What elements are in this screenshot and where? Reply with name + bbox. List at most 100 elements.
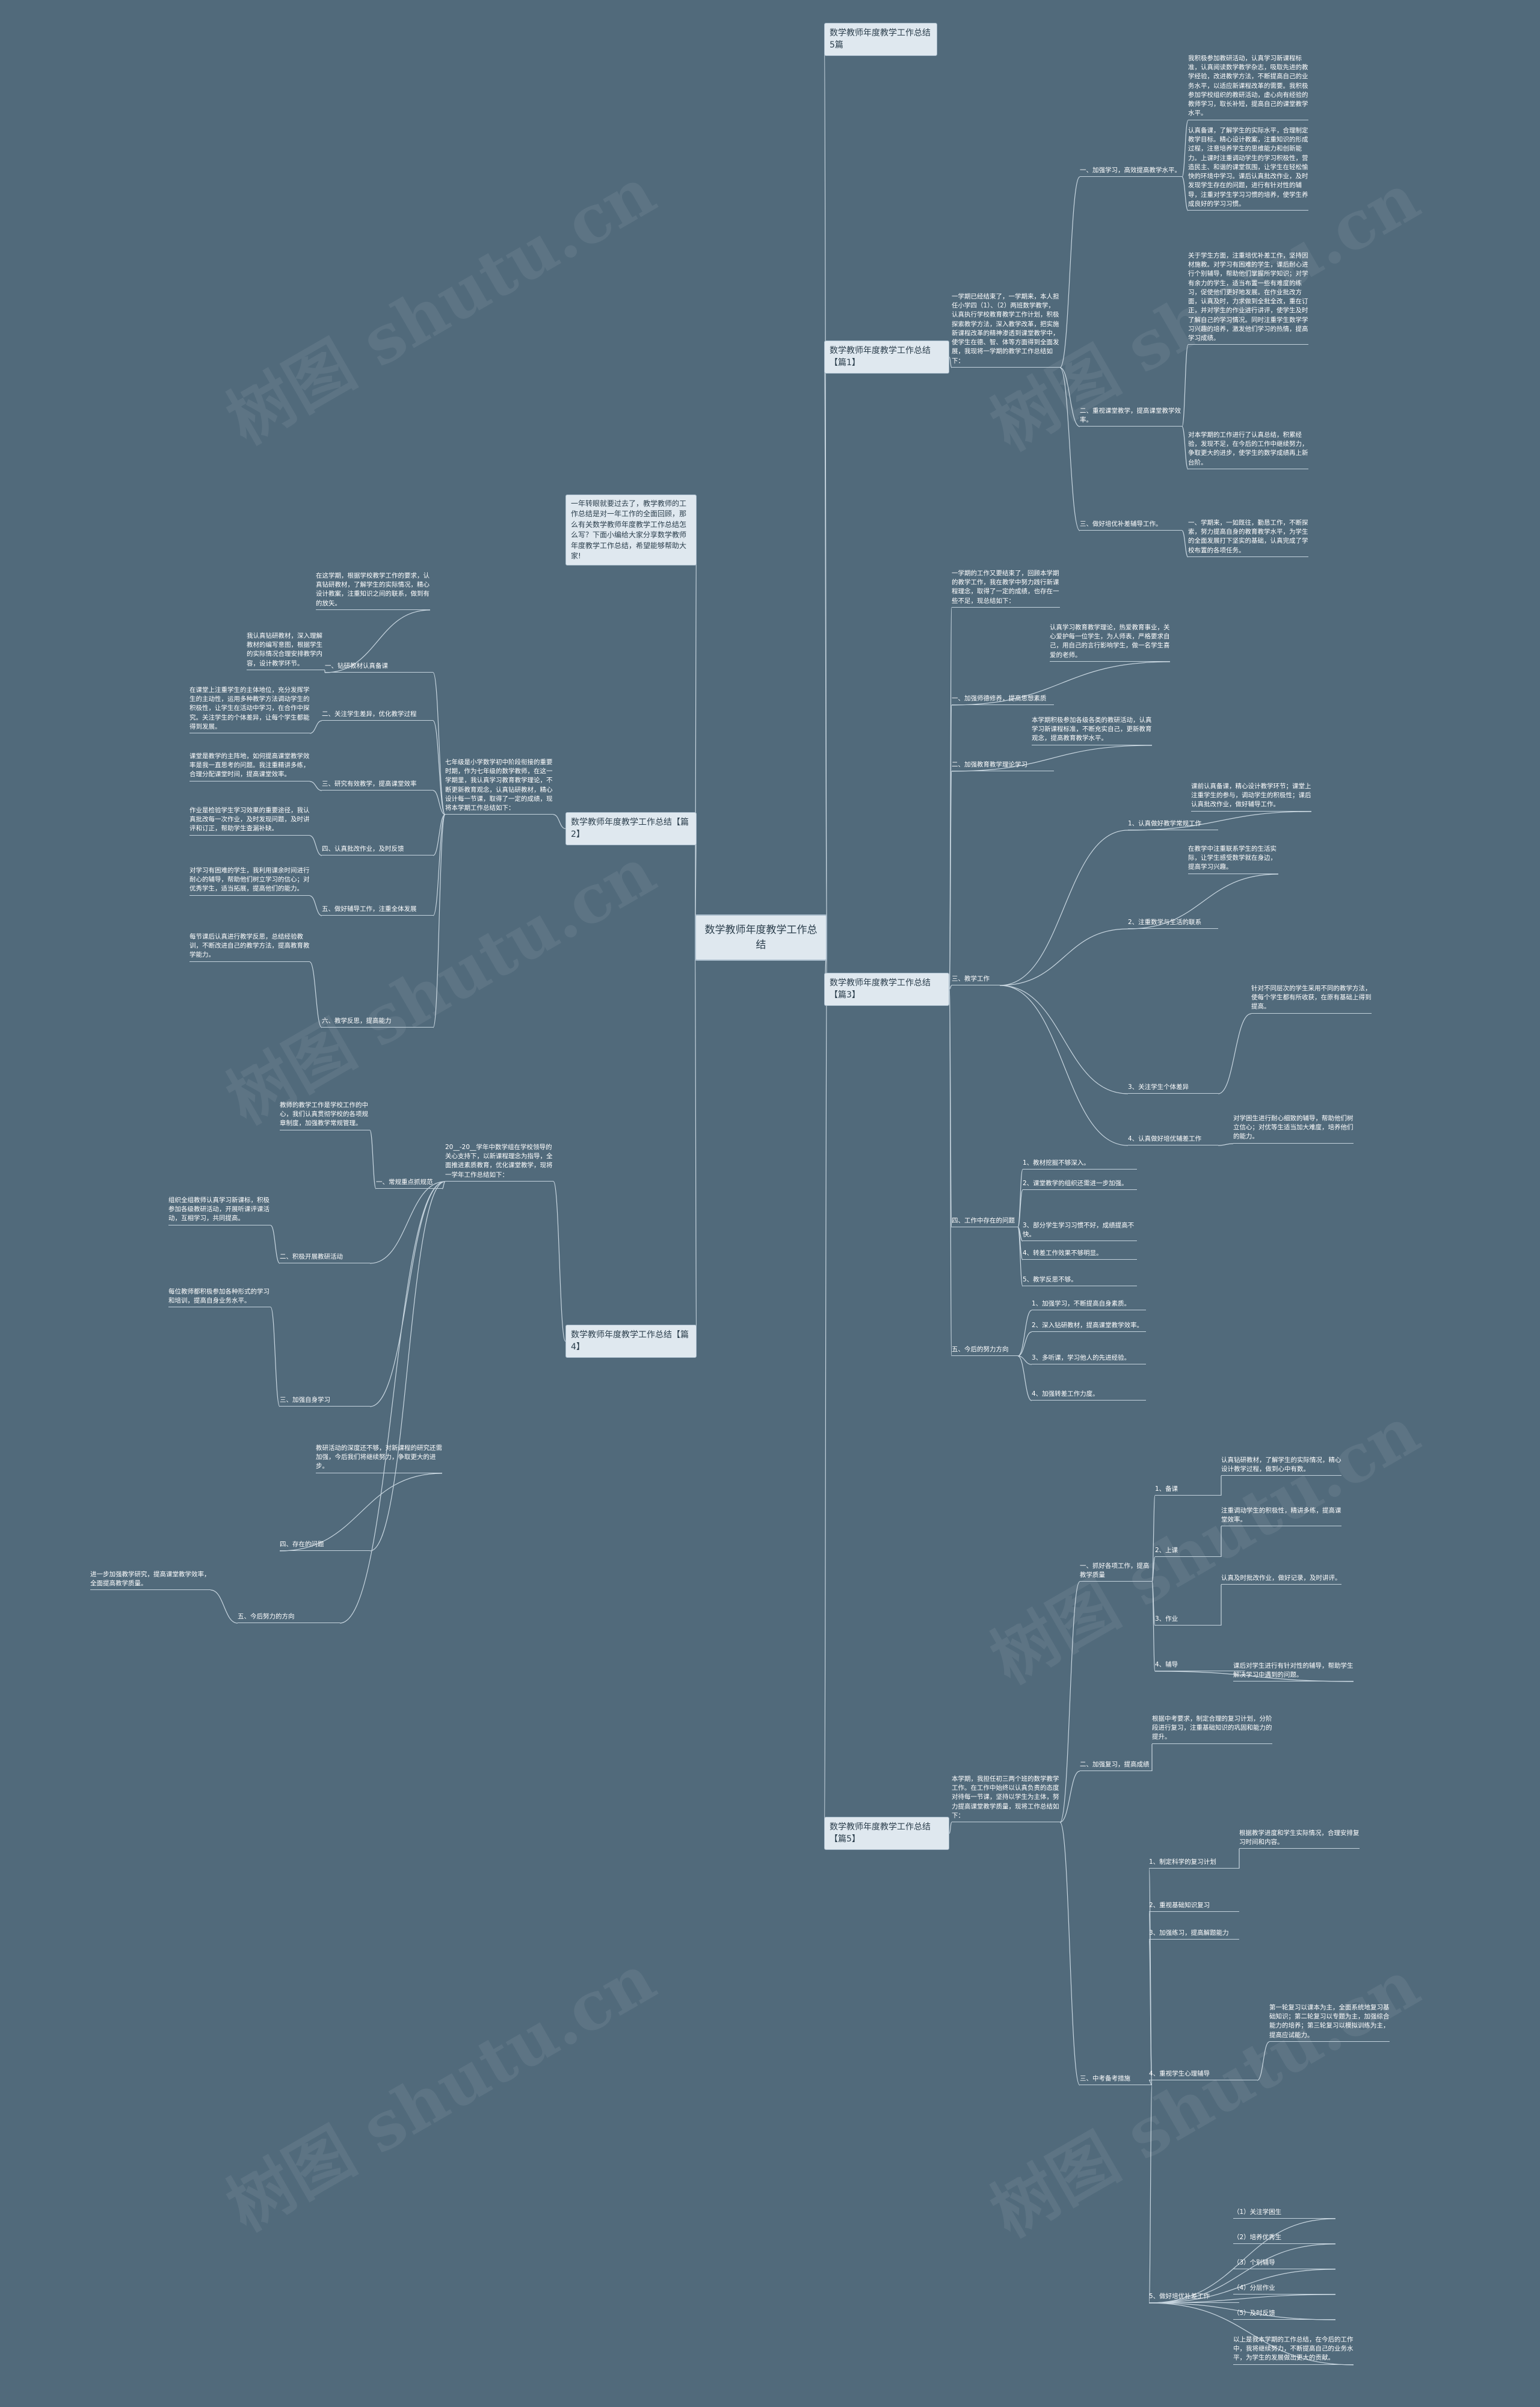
p3-sub-2-text[interactable]: 在教学中注重联系学生的生活实际，让学生感受数学就在身边，提高学习兴趣。	[1188, 845, 1278, 874]
p2-heading-6[interactable]: 六、教学反思，提高能力	[322, 1017, 433, 1028]
p5-item-4-text[interactable]: 课后对学生进行有针对性的辅导，帮助学生解决学习中遇到的问题。	[1233, 1662, 1354, 1682]
branch-article-3[interactable]: 数学教师年度教学工作总结【篇3】	[824, 973, 949, 1006]
p5-step-4[interactable]: 4、重视学生心理辅导	[1149, 2070, 1257, 2081]
p5-sub-4[interactable]: （4）分层作业	[1233, 2284, 1335, 2295]
p3-future-4[interactable]: 4、加强转差工作力度。	[1032, 1390, 1146, 1401]
p2-heading-5[interactable]: 五、做好辅导工作，注重全体发展	[322, 905, 433, 916]
p5-sub-5[interactable]: （5）及时反馈	[1233, 2309, 1335, 2320]
p3-problem-4[interactable]: 4、转差工作效果不够明显。	[1023, 1249, 1137, 1260]
connector-line	[1218, 1143, 1234, 1146]
branch-overview[interactable]: 数学教师年度教学工作总结5篇	[824, 23, 937, 56]
p1-heading-1[interactable]: 一、加强学习，高效提高教学水平。	[1080, 166, 1182, 177]
p3-problem-1[interactable]: 1、教材挖掘不够深入。	[1023, 1159, 1137, 1170]
p5-item-2[interactable]: 2、上课	[1155, 1546, 1221, 1558]
p3-text-1[interactable]: 认真学习教育教学理论，热爱教育事业，关心爱护每一位学生，为人师表，严格要求自己，…	[1050, 623, 1170, 662]
p4-text-1[interactable]: 教师的教学工作是学校工作的中心，我们认真贯彻学校的各项规章制度，加强教学常规管理…	[280, 1101, 370, 1130]
connector-line	[694, 937, 697, 1342]
intro-summary[interactable]: 一年转眼就要过去了，教学教师的工作总结是对一年工作的全面回顾，那么有关数学教师年…	[565, 495, 697, 566]
p1-heading-3[interactable]: 三、做好培优补差辅导工作。	[1080, 520, 1182, 531]
p4-heading-4[interactable]: 四、存在的问题	[280, 1540, 370, 1552]
p3-sub-4[interactable]: 4、认真做好培优辅差工作	[1128, 1135, 1218, 1146]
branch-article-5[interactable]: 数学教师年度教学工作总结【篇5】	[824, 1817, 949, 1850]
connector-line	[824, 937, 828, 1834]
p4-heading-3[interactable]: 三、加强自身学习	[280, 1396, 370, 1407]
p4-text-4[interactable]: 教研活动的深度还不够，对新课程的研究还需加强，今后我们将继续努力，争取更大的进步…	[316, 1444, 442, 1473]
p5-step-3[interactable]: 3、加强练习，提高解题能力	[1149, 1929, 1239, 1940]
p5-heading-3[interactable]: 三、中考备考措施	[1080, 2074, 1152, 2086]
branch-article-4[interactable]: 数学教师年度教学工作总结【篇4】	[565, 1325, 697, 1358]
p3-future-1[interactable]: 1、加强学习，不断提高自身素质。	[1032, 1299, 1146, 1311]
p5-step-4-text[interactable]: 第一轮复习以课本为主，全面系统地复习基础知识；第二轮复习以专题为主，加强综合能力…	[1269, 2003, 1390, 2042]
p1-text-2[interactable]: 认真备课，了解学生的实际水平，合理制定教学目标。精心设计教案，注重知识的形成过程…	[1188, 126, 1308, 211]
p2-text-1[interactable]: 在这学期，根据学校教学工作的要求，认真钻研教材，了解学生的实际情况，精心设计教案…	[316, 572, 430, 610]
p3-sub-2[interactable]: 2、注重数学与生活的联系	[1128, 918, 1218, 929]
p5-item-1[interactable]: 1、备课	[1155, 1485, 1221, 1496]
p4-intro[interactable]: 20__-20__学年中数学组在学校领导的关心支持下，以新课程理念为指导，全面推…	[445, 1143, 553, 1182]
p4-text-2[interactable]: 组织全组教师认真学习新课标，积极参加各级教研活动，开展听课评课活动，互相学习，共…	[168, 1196, 271, 1225]
p2-heading-1[interactable]: 一、钻研教材认真备课	[325, 662, 433, 673]
p5-item-1-text[interactable]: 认真钻研教材，了解学生的实际情况，精心设计教学过程，做到心中有数。	[1221, 1456, 1341, 1476]
p1-heading-2[interactable]: 二、重视课堂教学，提高课堂教学效率。	[1080, 407, 1182, 427]
branch-article-2[interactable]: 数学教师年度教学工作总结【篇2】	[565, 812, 697, 845]
p2-text-3[interactable]: 在课堂上注重学生的主体地位，充分发挥学生的主动性，运用多种教学方法调动学生的积极…	[189, 686, 310, 734]
p5-step-1-text[interactable]: 根据教学进度和学生实际情况，合理安排复习时间和内容。	[1239, 1829, 1360, 1849]
p3-sub-1-text[interactable]: 课前认真备课，精心设计教学环节；课堂上注重学生的参与，调动学生的积极性；课后认真…	[1191, 782, 1311, 812]
connector-line	[999, 830, 1129, 986]
p5-heading-2[interactable]: 二、加强复习，提高成绩	[1080, 1760, 1152, 1772]
p5-closing[interactable]: 以上是我本学期的工作总结，在今后的工作中，我将继续努力，不断提高自己的业务水平，…	[1233, 2335, 1354, 2365]
p3-heading-2[interactable]: 二、加强教育教学理论学习	[952, 760, 1054, 772]
connector-line	[999, 985, 1129, 1094]
p5-step-2[interactable]: 2、重视基础知识复习	[1149, 1901, 1239, 1912]
root-topic[interactable]: 数学教师年度教学工作总结	[695, 914, 827, 961]
p2-text-2[interactable]: 我认真钻研教材，深入理解教材的编写意图，根据学生的实际情况合理安排教学内容，设计…	[247, 632, 325, 670]
connector-line	[369, 1181, 446, 1264]
p4-text-3[interactable]: 每位教师都积极参加各种形式的学习和培训，提高自身业务水平。	[168, 1287, 271, 1308]
p3-problem-5[interactable]: 5、教学反思不够。	[1023, 1275, 1137, 1287]
p1-text-5[interactable]: 一、学期来，一如既往，勤恳工作，不断探索，努力提高自身的教育教学水平，为学生的全…	[1188, 519, 1308, 557]
p2-text-7[interactable]: 每节课后认真进行教学反思，总结经验教训，不断改进自己的教学方法，提高教育教学能力…	[189, 932, 310, 962]
p2-heading-4[interactable]: 四、认真批改作业，及时反馈	[322, 845, 433, 856]
p3-sub-1[interactable]: 1、认真做好教学常规工作	[1128, 819, 1218, 831]
p3-sub-3-text[interactable]: 针对不同层次的学生采用不同的教学方法，使每个学生都有所收获，在原有基础上得到提高…	[1251, 984, 1372, 1014]
p3-text-2[interactable]: 本学期积极参加各级各类的教研活动，认真学习新课程标准，不断充实自己，更新教育观念…	[1032, 716, 1152, 745]
p3-problem-3[interactable]: 3、部分学生学习习惯不好，成绩提高不快。	[1023, 1221, 1137, 1242]
p3-intro[interactable]: 一学期的工作又要结束了，回顾本学期的教学工作，我在教学中努力践行新课程理念，取得…	[952, 569, 1060, 608]
p1-text-3[interactable]: 关于学生方面，注重培优补差工作，坚持因材施教。对学习有困难的学生，课后耐心进行个…	[1188, 251, 1308, 345]
p2-heading-3[interactable]: 三、研究有效教学，提高课堂效率	[322, 780, 433, 791]
p3-heading-5[interactable]: 五、今后的努力方向	[952, 1345, 1018, 1357]
p1-intro[interactable]: 一学期已经结束了，一学期来，本人担任小学四（1）、（2）两班数学教学，认真执行学…	[952, 292, 1060, 368]
p5-text-2[interactable]: 根据中考要求，制定合理的复习计划，分阶段进行复习，注重基础知识的巩固和能力的提升…	[1152, 1715, 1272, 1744]
p5-item-3[interactable]: 3、作业	[1155, 1615, 1221, 1626]
p3-heading-3[interactable]: 三、教学工作	[952, 975, 1000, 986]
p1-text-4[interactable]: 对本学期的工作进行了认真总结，积累经验，发现不足，在今后的工作中继续努力，争取更…	[1188, 431, 1308, 469]
branch-article-1[interactable]: 数学教师年度教学工作总结【篇1】	[824, 341, 949, 374]
p5-item-4[interactable]: 4、辅导	[1155, 1660, 1245, 1672]
p3-problem-2[interactable]: 2、课堂教学的组织还需进一步加强。	[1023, 1179, 1137, 1191]
connector-line	[1148, 2218, 1336, 2304]
p2-text-6[interactable]: 对学习有困难的学生，我利用课余时间进行耐心的辅导，帮助他们树立学习的信心；对优秀…	[189, 866, 310, 896]
p3-heading-4[interactable]: 四、工作中存在的问题	[952, 1216, 1018, 1228]
p4-text-5[interactable]: 进一步加强教学研究，提高课堂教学效率，全面提高教学质量。	[90, 1570, 211, 1591]
p1-text-1[interactable]: 我积极参加教研活动，认真学习新课程标准，认真阅读数学教学杂志，吸取先进的教学经验…	[1188, 54, 1308, 120]
p2-text-5[interactable]: 作业是检验学生学习效果的重要途径，我认真批改每一次作业，及时发现问题，及时讲评和…	[189, 806, 310, 836]
p3-future-2[interactable]: 2、深入钻研教材，提高课堂教学效率。	[1032, 1321, 1146, 1333]
p2-text-4[interactable]: 课堂是教学的主阵地，如何提高课堂教学效率是我一直思考的问题。我注重精讲多练，合理…	[189, 752, 310, 781]
p5-intro[interactable]: 本学期，我担任初三两个班的数学教学工作。在工作中始终以认真负责的态度对待每一节课…	[952, 1775, 1060, 1823]
p5-sub-1[interactable]: （1）关注学困生	[1233, 2208, 1335, 2219]
p5-step-5[interactable]: 5、做好培优补差工作	[1149, 2292, 1239, 2304]
p4-heading-1[interactable]: 一、常规重点抓规范	[376, 1178, 442, 1189]
p2-heading-2[interactable]: 二、关注学生差异，优化教学过程	[322, 710, 433, 721]
p5-sub-2[interactable]: （2）培养优秀生	[1233, 2233, 1335, 2245]
p5-heading-1[interactable]: 一、抓好各项工作，提高教学质量	[1080, 1562, 1152, 1582]
p5-step-1[interactable]: 1、制定科学的复习计划	[1149, 1858, 1239, 1869]
p5-item-2-text[interactable]: 注重调动学生的积极性，精讲多练，提高课堂效率。	[1221, 1506, 1341, 1527]
p5-sub-3[interactable]: （3）个别辅导	[1233, 2258, 1335, 2270]
p3-sub-3[interactable]: 3、关注学生个体差异	[1128, 1083, 1218, 1094]
p4-heading-2[interactable]: 二、积极开展教研活动	[280, 1253, 370, 1264]
p3-future-3[interactable]: 3、多听课，学习他人的先进经验。	[1032, 1354, 1146, 1365]
p2-intro[interactable]: 七年级是小学数学初中阶段衔接的重要时期，作为七年级的数学教师，在这一学期里，我认…	[445, 758, 553, 815]
p3-sub-4-text[interactable]: 对学困生进行耐心细致的辅导，帮助他们树立信心；对优等生适当加大难度，培养他们的能…	[1233, 1114, 1354, 1144]
p5-item-3-text[interactable]: 认真及时批改作业，做好记录，及时讲评。	[1221, 1574, 1341, 1585]
p4-heading-5[interactable]: 五、今后努力的方向	[238, 1612, 340, 1624]
p3-heading-1[interactable]: 一、加强师德修养，提高思想素质	[952, 694, 1054, 706]
